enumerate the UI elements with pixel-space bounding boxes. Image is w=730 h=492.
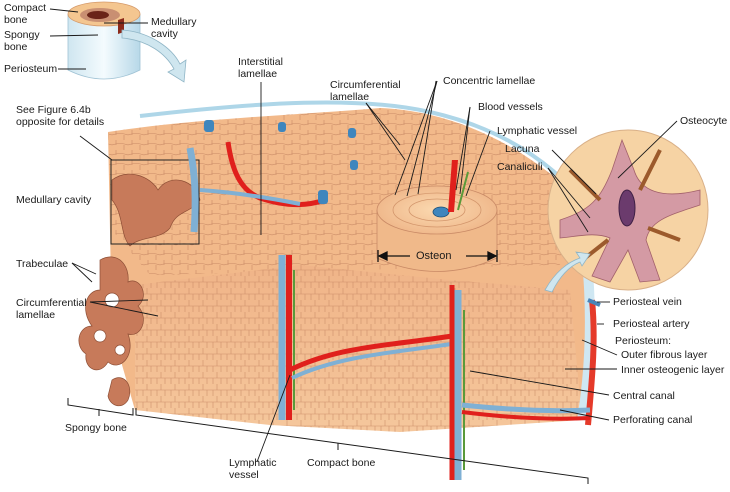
label-interstitial-lamellae: Interstitial lamellae: [238, 56, 283, 80]
inset-bone-cylinder: [67, 1, 141, 80]
label-concentric-lamellae: Concentric lamellae: [443, 75, 536, 87]
label-canaliculi: Canaliculi: [497, 161, 543, 173]
label-medullary-cavity: Medullary cavity: [16, 194, 92, 206]
label-spongy-bone-inset: Spongy bone: [4, 29, 40, 53]
osteocyte-inset: [547, 129, 709, 291]
label-periosteal-artery: Periosteal artery: [613, 318, 690, 330]
osteon-span-arrow: [377, 250, 498, 262]
label-circumferential-lamellae-left: Circumferential lamellae: [16, 297, 87, 321]
osteocyte-arrow-icon: [544, 251, 591, 293]
vessel-network: [186, 120, 591, 480]
label-central-canal: Central canal: [613, 390, 675, 402]
label-periosteal-vein: Periosteal vein: [613, 296, 682, 308]
detail-box: [110, 159, 200, 245]
label-medullary-cavity-inset: Medullary cavity: [151, 16, 197, 40]
label-perforating-canal: Perforating canal: [613, 414, 693, 426]
label-outer-fibrous-layer: Outer fibrous layer: [621, 349, 708, 361]
leader-lines: [49, 8, 678, 463]
label-circumferential-lamellae-top: Circumferential lamellae: [330, 79, 401, 103]
label-periosteum: Periosteum:: [615, 335, 672, 347]
label-osteon: Osteon: [416, 250, 452, 262]
label-blood-vessels: Blood vessels: [478, 101, 543, 113]
label-inner-osteogenic-layer: Inner osteogenic layer: [621, 364, 725, 376]
label-periosteum-inset: Periosteum: [4, 63, 58, 75]
spongy-bone: [78, 173, 201, 407]
label-lacuna: Lacuna: [505, 143, 540, 155]
label-lymphatic-vessel-bottom: Lymphatic vessel: [229, 457, 277, 481]
zoom-arrow-icon: [121, 29, 187, 83]
bracket-lines: [67, 398, 589, 484]
label-compact-bone-inset: Compact bone: [4, 2, 47, 26]
label-compact-bone: Compact bone: [307, 457, 376, 469]
label-trabeculae: Trabeculae: [16, 258, 69, 270]
label-lymphatic-vessel-top: Lymphatic vessel: [497, 125, 578, 137]
label-spongy-bone: Spongy bone: [65, 422, 127, 434]
label-see-figure: See Figure 6.4b opposite for details: [16, 104, 105, 128]
label-osteocyte: Osteocyte: [680, 115, 728, 127]
